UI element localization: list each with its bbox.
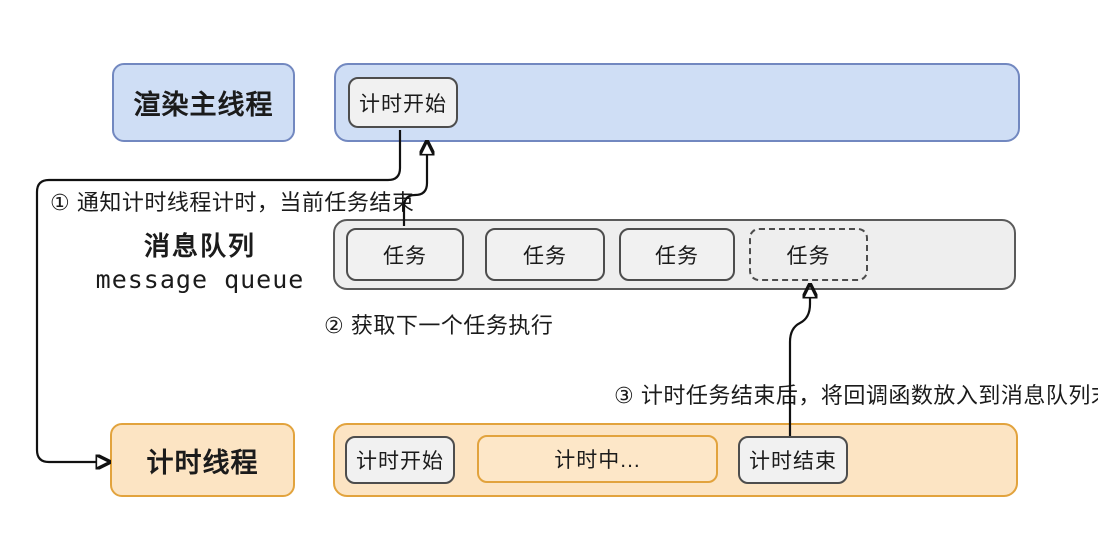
timer-start-chip: 计时开始	[345, 436, 455, 484]
timer-thread-box: 计时线程	[110, 423, 295, 497]
message-queue-label: 消息队列 message queue	[75, 230, 325, 296]
task-chip: 任务	[485, 228, 605, 281]
annotation-step1: ① 通知计时线程计时，当前任务结束	[50, 190, 415, 215]
arrow-step3	[788, 297, 810, 436]
task-chip: 任务	[346, 228, 464, 281]
annotation-step2: ② 获取下一个任务执行	[324, 313, 554, 338]
timer-end-chip: 计时结束	[738, 436, 848, 484]
task-chip: 任务	[619, 228, 735, 281]
timer-running-chip: 计时中...	[477, 435, 718, 483]
message-queue-label-cn: 消息队列	[143, 231, 256, 261]
message-queue-label-en: message queue	[95, 265, 305, 294]
annotation-step3: ③ 计时任务结束后，将回调函数放入到消息队列末尾	[614, 383, 1098, 408]
timer-start-chip-top: 计时开始	[348, 77, 458, 128]
render-main-thread-box: 渲染主线程	[112, 63, 295, 142]
task-chip-dashed: 任务	[749, 228, 868, 281]
arrow-step1	[35, 130, 402, 462]
